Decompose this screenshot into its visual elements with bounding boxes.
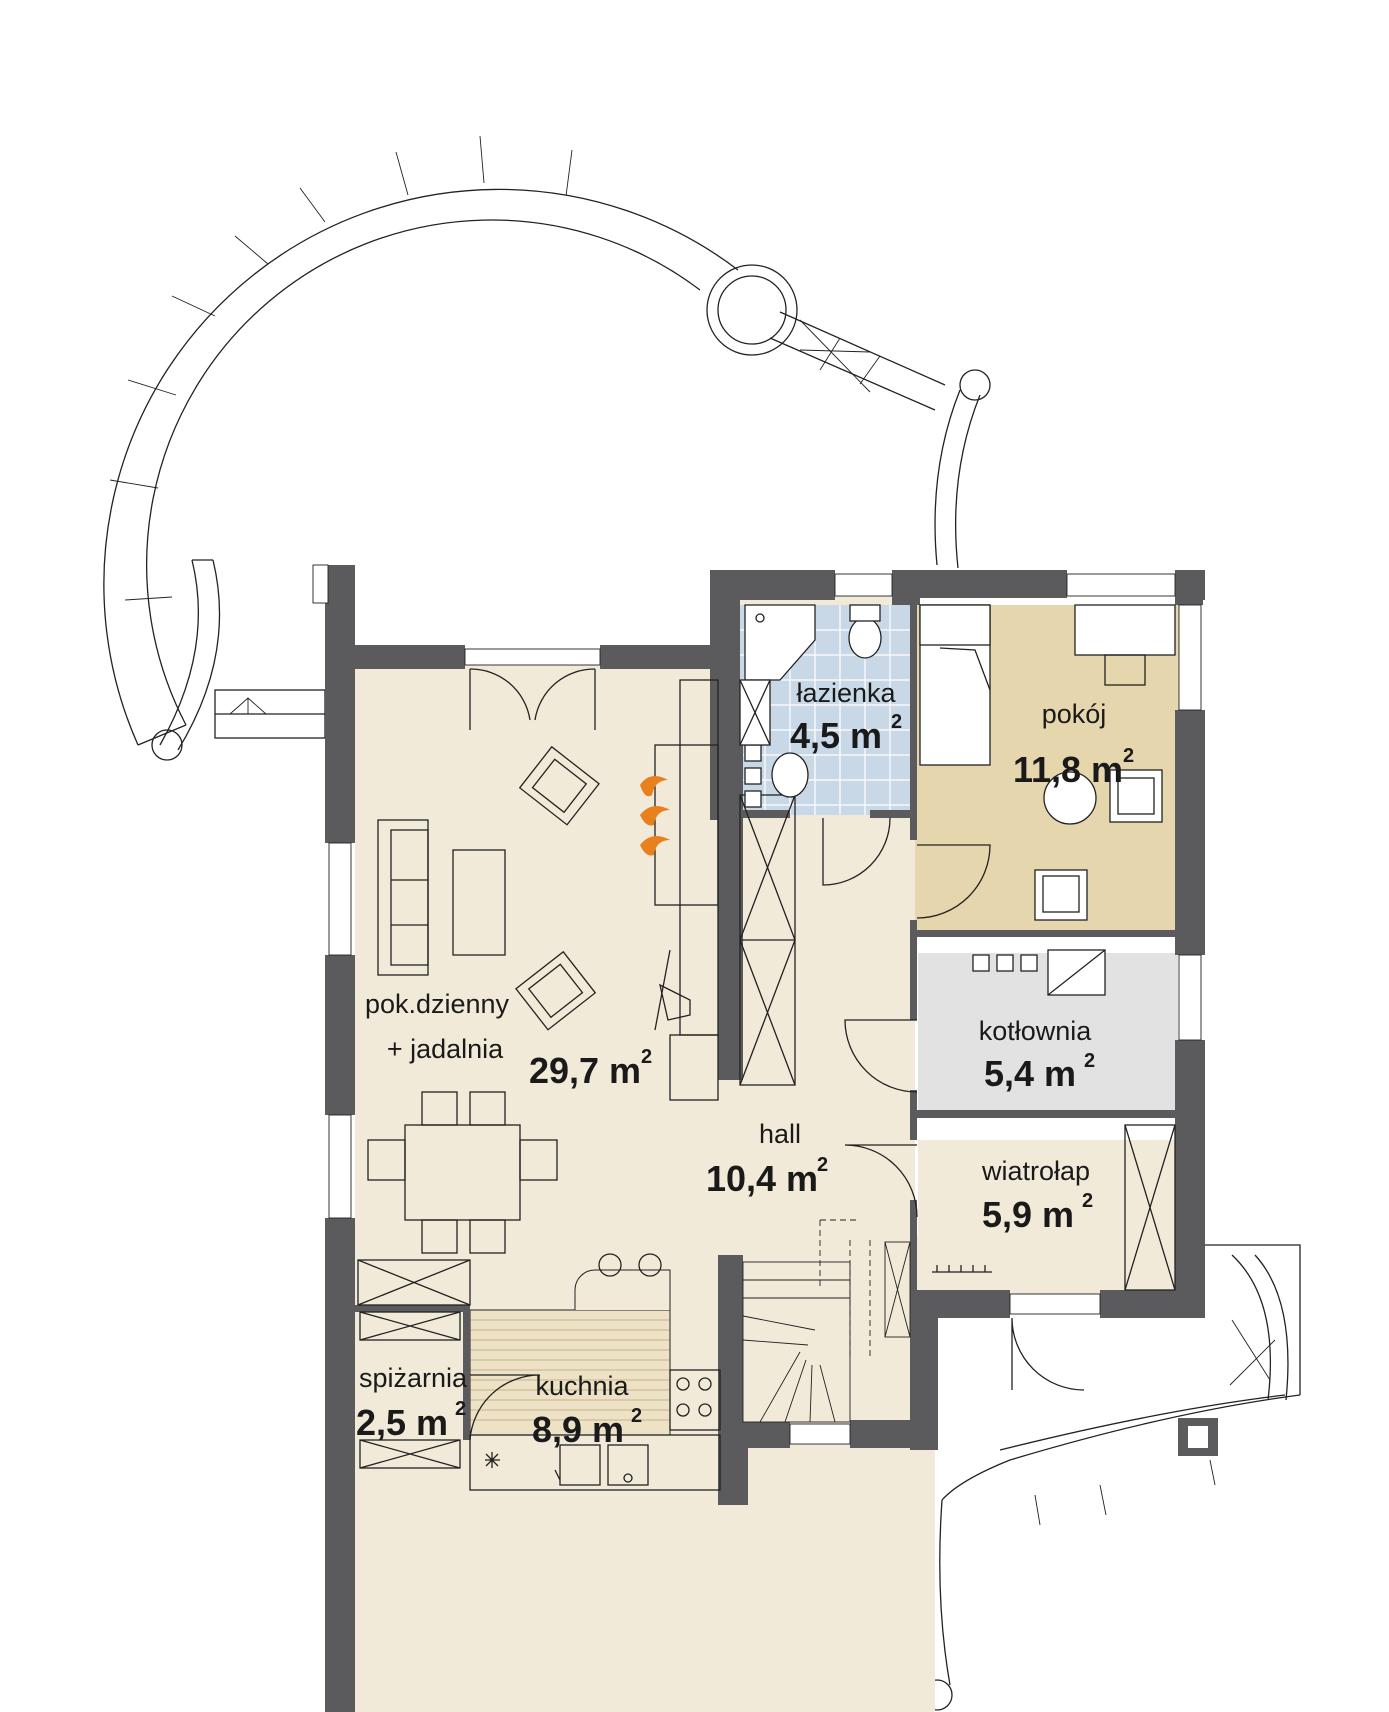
area-unit-sup: 2 xyxy=(1123,745,1134,767)
room-name: łazienka xyxy=(796,678,896,708)
room-area: 10,4 m xyxy=(706,1158,818,1199)
area-unit-sup: 2 xyxy=(1082,1190,1093,1212)
room-name: wiatrołap xyxy=(981,1156,1090,1186)
room-label-spizarnia: spiżarnia 2,5 m 2 xyxy=(356,1363,468,1443)
room-name: spiżarnia xyxy=(359,1363,468,1393)
dining-table xyxy=(367,1091,662,1277)
room-area: 11,8 m xyxy=(1013,749,1123,790)
room-area: 5,9 m xyxy=(982,1194,1074,1235)
room-name: hall xyxy=(759,1119,801,1149)
doors xyxy=(469,668,1085,1441)
room-name: kuchnia xyxy=(535,1371,629,1401)
room-area: 5,4 m xyxy=(984,1053,1076,1094)
room-furniture xyxy=(919,604,1176,996)
room-name: pokój xyxy=(1042,699,1107,729)
area-unit-sup: 2 xyxy=(455,1398,466,1420)
room-label-hall: hall 10,4 m 2 xyxy=(706,1119,828,1199)
room-name: kotłownia xyxy=(979,1016,1093,1046)
room-label-kotlownia: kotłownia 5,4 m 2 xyxy=(979,1016,1095,1094)
room-area: 29,7 m xyxy=(529,1050,641,1091)
flues xyxy=(744,744,1038,972)
kitchen-furniture xyxy=(357,1259,721,1491)
room-label-pokoj: pokój 11,8 m 2 xyxy=(1013,699,1134,790)
windows xyxy=(312,564,1202,1445)
room-area: 2,5 m xyxy=(356,1402,448,1443)
bathroom-fixtures xyxy=(739,604,882,798)
area-unit-sup: 2 xyxy=(641,1046,652,1068)
terrace-pattern xyxy=(109,135,573,601)
room-label-lazienka: łazienka 4,5 m 2 xyxy=(790,678,902,756)
room-name-line1: pok.dzienny xyxy=(365,989,510,1019)
kitchen-floor xyxy=(469,1269,671,1436)
room-area: 4,5 m xyxy=(790,715,882,756)
room-label-kuchnia: kuchnia 8,9 m 2 xyxy=(532,1371,642,1450)
stairs xyxy=(742,1219,911,1423)
room-label-pok-dzienny: pok.dzienny + jadalnia 29,7 m 2 xyxy=(365,989,652,1091)
fire-icon xyxy=(640,776,670,856)
vestibule-furniture xyxy=(932,1124,1176,1291)
area-unit-sup: 2 xyxy=(891,711,902,733)
area-unit-sup: 2 xyxy=(1084,1050,1095,1072)
living-furniture xyxy=(377,679,796,1101)
area-unit-sup: 2 xyxy=(817,1154,828,1176)
area-unit-sup: 2 xyxy=(631,1405,642,1427)
room-area: 8,9 m xyxy=(532,1409,624,1450)
room-name-line2: + jadalnia xyxy=(387,1034,504,1064)
walls xyxy=(325,565,1205,1712)
room-label-wiatrolap: wiatrołap 5,9 m 2 xyxy=(981,1156,1093,1235)
